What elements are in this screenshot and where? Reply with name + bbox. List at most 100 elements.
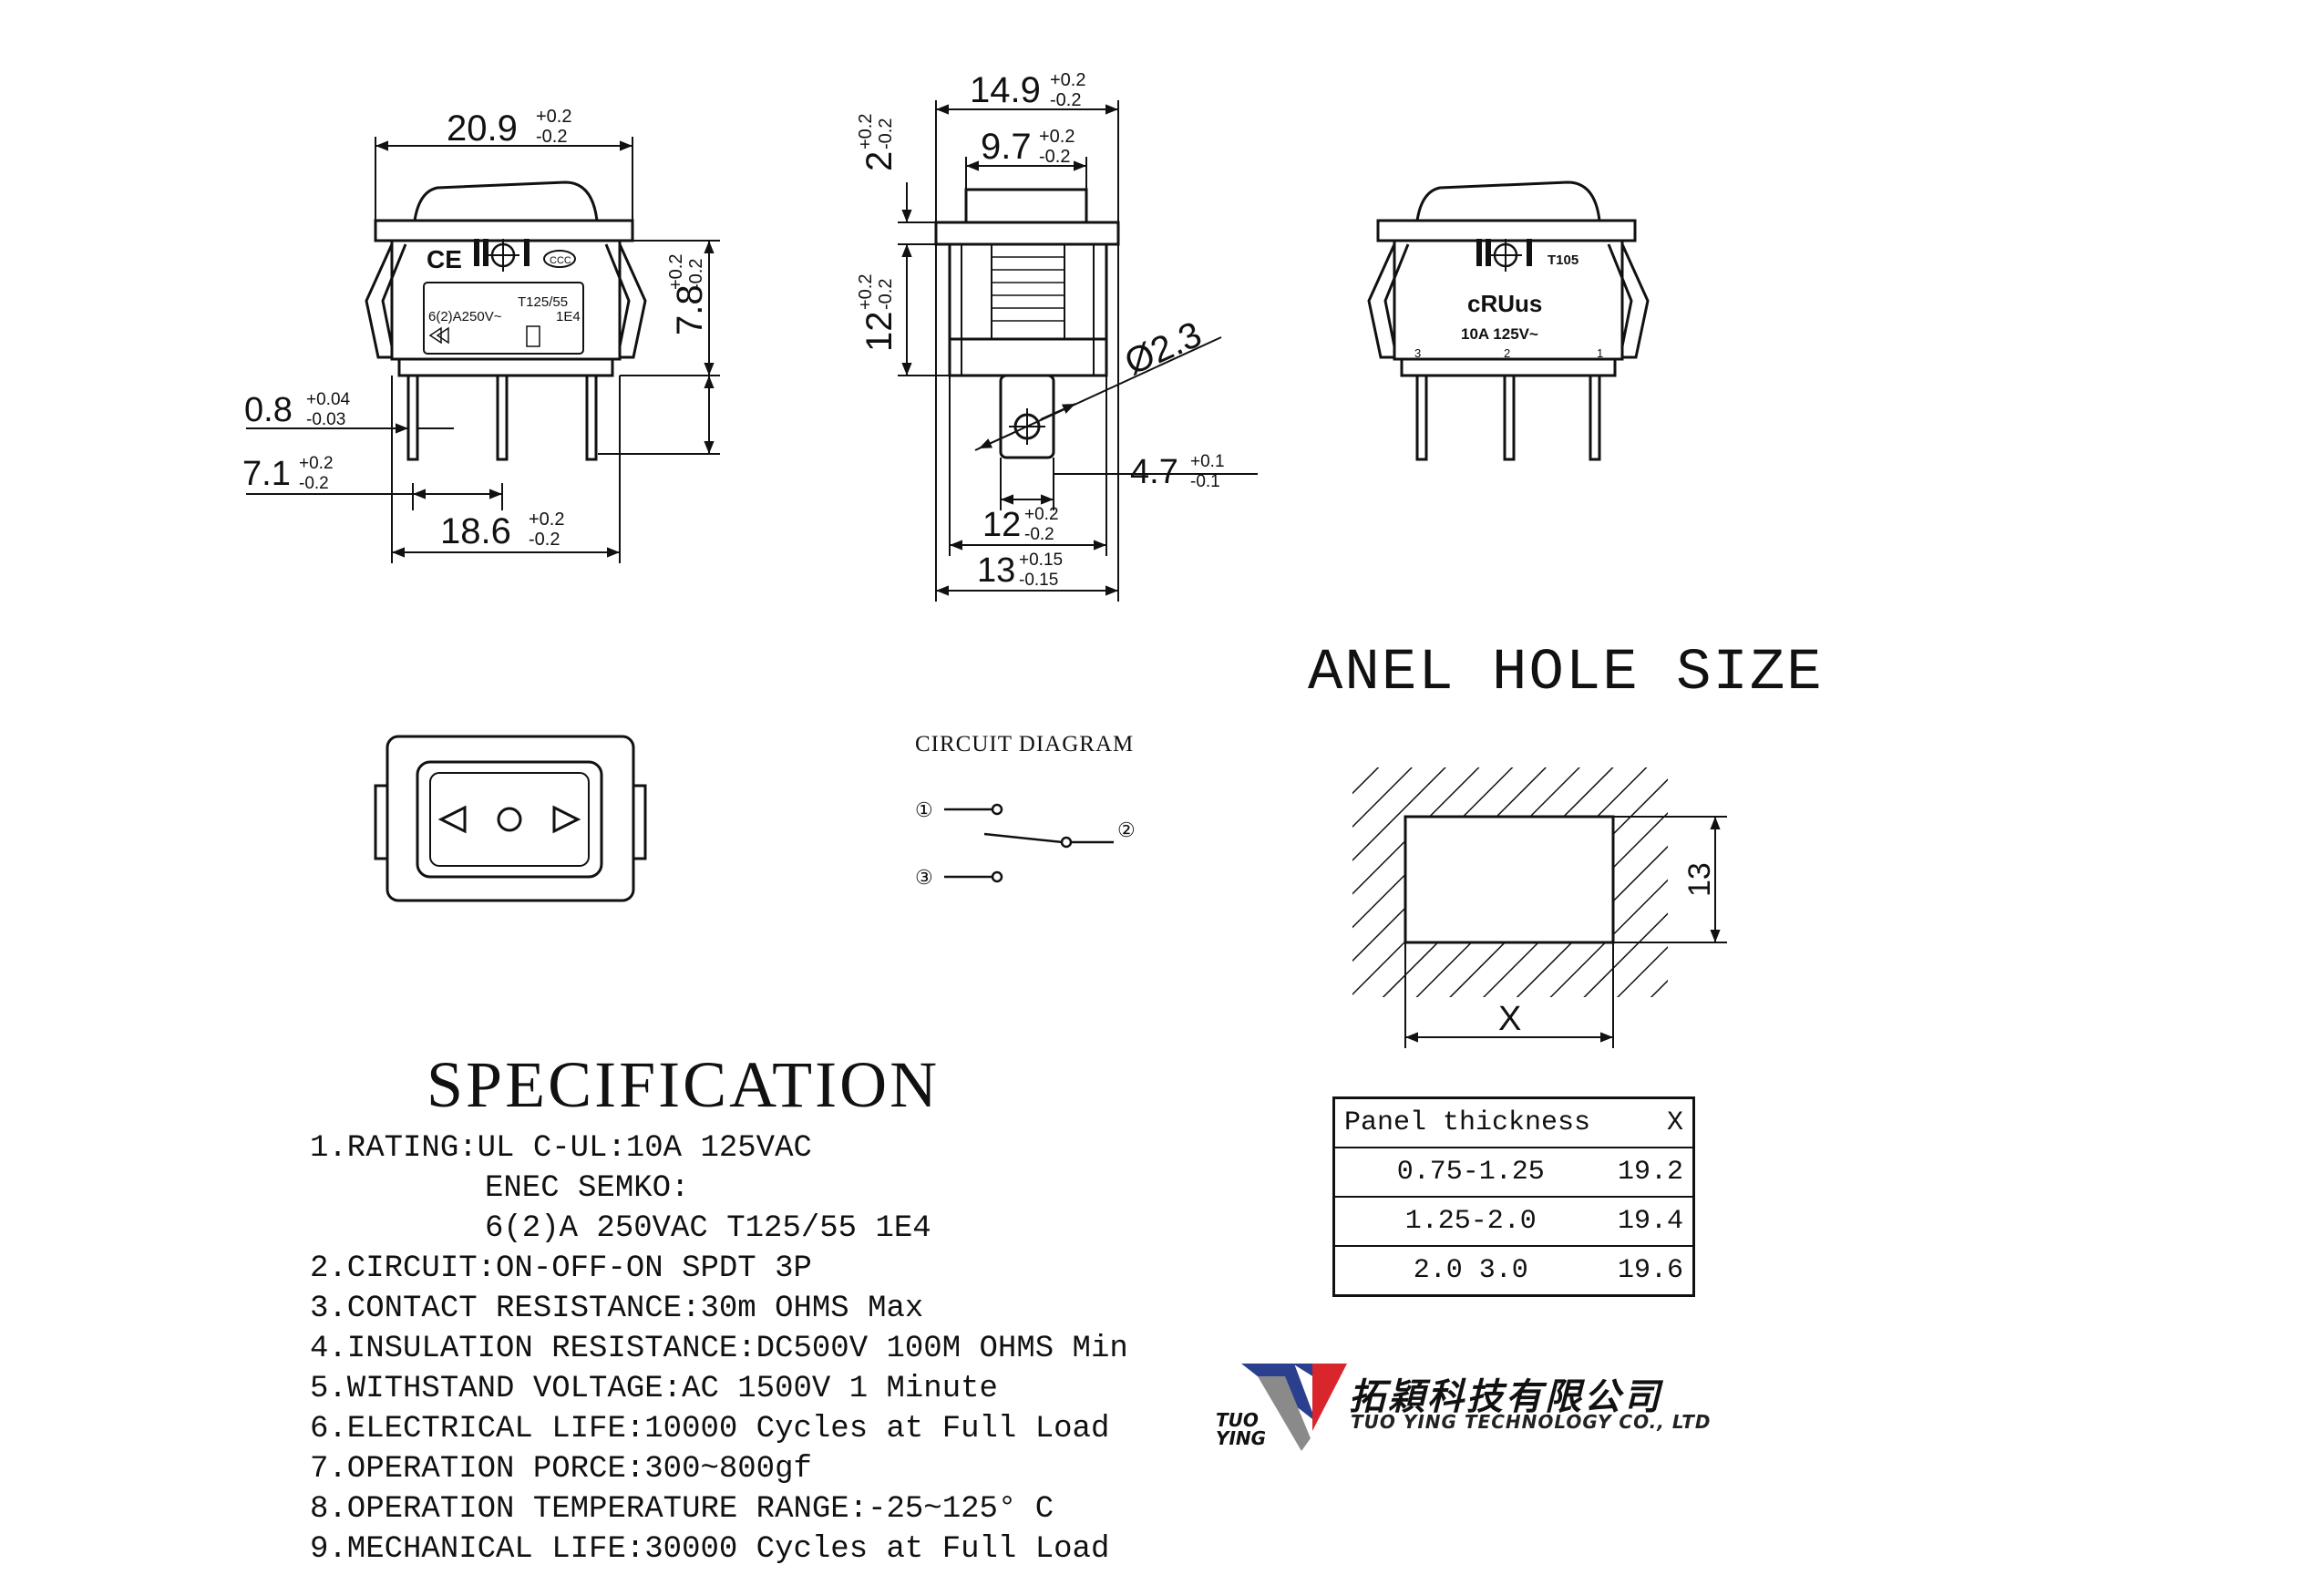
table-row: 2.0 3.0 19.6 — [1333, 1245, 1694, 1296]
front-pin-pitch-tol-plus: +0.2 — [299, 454, 334, 473]
spec-item-rating-sub-2: 6(2)A 250VAC T125/55 1E4 — [485, 1211, 931, 1246]
logo-wordmark: TUO YING — [1216, 1411, 1266, 1447]
side-body-height-tol-plus: +0.2 — [856, 274, 876, 310]
front-base-width-dim: 18.6 — [440, 511, 511, 551]
front-height-dim: 7.8 — [670, 284, 710, 335]
circuit-title: CIRCUIT DIAGRAM — [915, 732, 1135, 757]
panel-hole-height-label: 13 — [1682, 862, 1717, 897]
left-arrow-icon — [437, 805, 467, 834]
front-base-width-tol-minus: -0.2 — [529, 530, 560, 550]
center-dot-icon — [497, 807, 522, 832]
front-rocker-actuator — [413, 180, 599, 221]
side-actuator-width-dim: 9.7 — [981, 127, 1032, 167]
side-dimensions — [898, 100, 1258, 602]
side-hole-dim: Ø2.3 — [1119, 314, 1208, 383]
side-terminal-dim: 4.7 — [1130, 453, 1178, 491]
front-marking-cycles: 1E4 — [556, 309, 581, 324]
side-body-depth-tol-minus: -0.2 — [1024, 525, 1054, 544]
back-marking-cert: cRUus — [1467, 290, 1542, 317]
specification-section: SPECIFICATION 1.RATING:UL C-UL:10A 125VA… — [310, 1048, 1239, 1570]
side-body-depth-tol-plus: +0.2 — [1024, 505, 1059, 524]
spec-item-rating-sub-1: ENEC SEMKO: — [485, 1171, 690, 1206]
front-height-tol-plus: +0.2 — [666, 254, 686, 290]
front-width-tol-plus: +0.2 — [536, 107, 571, 127]
front-pin-width-tol-minus: -0.03 — [306, 410, 345, 429]
side-overall-depth-tol-minus: -0.15 — [1019, 571, 1058, 590]
circuit-terminal-1: ① — [915, 798, 933, 821]
top-view-rocker — [416, 760, 603, 879]
logo-line-2: YING — [1216, 1427, 1267, 1449]
spec-item-operation-force: 7.OPERATION PORCE:300~800gf — [310, 1452, 812, 1487]
front-pin-width-tol-plus: +0.04 — [306, 390, 351, 409]
front-pin-width-dim: 0.8 — [244, 391, 293, 429]
front-base-width-tol-plus: +0.2 — [529, 510, 564, 530]
panel-cutout — [1404, 815, 1615, 944]
panel-thickness-table: Panel thickness X 0.75-1.25 19.2 1.25-2.… — [1332, 1096, 1695, 1297]
spec-item-withstand-voltage: 5.WITHSTAND VOLTAGE:AC 1500V 1 Minute — [310, 1372, 998, 1406]
specification-list: 1.RATING:UL C-UL:10A 125VAC ENEC SEMKO: … — [310, 1128, 1239, 1570]
side-flange-tol-plus: +0.2 — [856, 114, 876, 149]
front-flange — [374, 219, 634, 242]
panel-hole-drawing — [1352, 767, 1727, 1048]
front-marking-rating: 6(2)A250V~ — [428, 309, 502, 324]
spec-item-electrical-life: 6.ELECTRICAL LIFE:10000 Cycles at Full L… — [310, 1412, 1110, 1446]
front-ccc-mark: CCC — [550, 255, 571, 266]
front-pin-2 — [496, 374, 509, 461]
table-cell-x: 19.4 — [1606, 1196, 1694, 1246]
front-width-dim: 20.9 — [447, 108, 518, 149]
table-header-thickness: Panel thickness — [1344, 1107, 1591, 1138]
front-ce-mark: CE — [427, 245, 462, 273]
logo-line-1: TUO — [1216, 1409, 1259, 1431]
company-logo-icon — [1241, 1364, 1347, 1451]
circuit-terminal-3: ③ — [915, 866, 933, 889]
back-pin-2 — [1503, 374, 1516, 461]
circuit-diagram — [944, 803, 1114, 883]
side-top-width-tol-minus: -0.2 — [1050, 90, 1081, 110]
side-view — [934, 188, 1120, 459]
table-header-x: X — [1666, 1107, 1683, 1138]
back-marking-rating: 10A 125V~ — [1461, 325, 1538, 343]
side-top-width-dim: 14.9 — [970, 70, 1041, 110]
side-body-height-dim: 12 — [859, 312, 900, 353]
side-terminal-tol-minus: -0.1 — [1190, 472, 1220, 491]
side-overall-depth-dim: 13 — [977, 551, 1015, 590]
side-body-depth-dim: 12 — [982, 506, 1021, 544]
table-cell-thickness: 2.0 3.0 — [1333, 1245, 1607, 1296]
panel-hole-width-label: X — [1498, 1000, 1521, 1038]
side-actuator-width-tol-minus: -0.2 — [1039, 147, 1070, 167]
spec-item-contact-resistance: 3.CONTACT RESISTANCE:30m OHMS Max — [310, 1292, 924, 1326]
back-pin-label-3: 3 — [1414, 346, 1421, 360]
company-name-en: TUO YING TECHNOLOGY CO., LTD — [1351, 1411, 1712, 1433]
side-actuator-width-tol-plus: +0.2 — [1039, 127, 1075, 147]
spec-item-insulation-resistance: 4.INSULATION RESISTANCE:DC500V 100M OHMS… — [310, 1332, 1128, 1366]
side-terminal — [999, 374, 1055, 459]
side-flange-dim: 2 — [859, 151, 900, 171]
front-semko-icon — [428, 325, 540, 347]
side-flange-tol-minus: -0.2 — [876, 118, 896, 149]
top-view — [374, 735, 647, 902]
table-cell-x: 19.2 — [1606, 1147, 1694, 1197]
spec-item-circuit: 2.CIRCUIT:ON-OFF-ON SPDT 3P — [310, 1251, 812, 1286]
front-dimensions — [246, 137, 720, 563]
spec-item-mechanical-life: 9.MECHANICAL LIFE:30000 Cycles at Full L… — [310, 1532, 1110, 1567]
table-header-row: Panel thickness X — [1334, 1098, 1694, 1148]
front-pin-3 — [585, 374, 598, 461]
back-view — [1367, 180, 1650, 461]
side-flange — [934, 221, 1120, 246]
front-pin-1 — [406, 374, 419, 461]
side-body — [948, 242, 1108, 377]
front-height-tol-minus: -0.2 — [686, 259, 706, 290]
back-rocker-actuator — [1415, 180, 1601, 221]
table-cell-thickness: 1.25-2.0 — [1333, 1196, 1607, 1246]
specification-title: SPECIFICATION — [427, 1048, 941, 1121]
table-row: 0.75-1.25 19.2 — [1333, 1147, 1694, 1197]
spec-item-rating: 1.RATING:UL C-UL:10A 125VAC — [310, 1131, 812, 1166]
table-row: 1.25-2.0 19.4 — [1333, 1196, 1694, 1246]
back-pin-1 — [1589, 374, 1601, 461]
company-name-cn: 拓穎科技有限公司 — [1349, 1376, 1662, 1418]
side-terminal-tol-plus: +0.1 — [1190, 452, 1225, 471]
table-cell-x: 19.6 — [1606, 1245, 1694, 1296]
side-top-width-tol-plus: +0.2 — [1050, 70, 1085, 90]
back-marking-temp: T105 — [1548, 252, 1578, 268]
